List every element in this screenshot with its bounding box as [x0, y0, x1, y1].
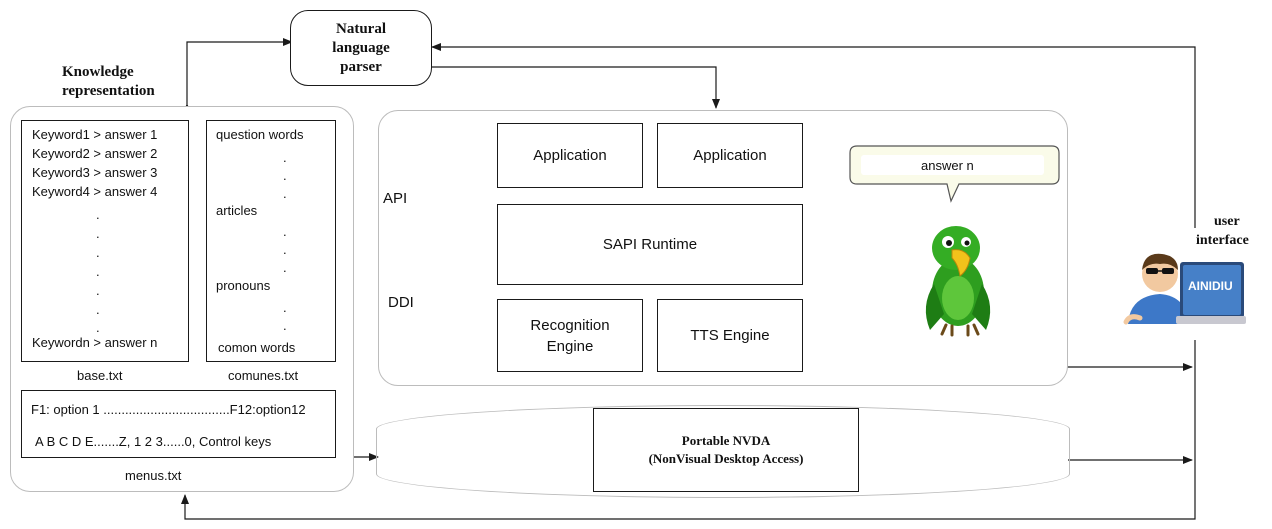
recognition-label-2: Engine [546, 337, 594, 355]
parser-line-3: parser [340, 58, 382, 75]
nvda-line-1: Portable NVDA [681, 433, 771, 448]
user-label-line-1: user [1214, 214, 1240, 229]
api-label: API [381, 190, 410, 207]
ddi-label: DDI [386, 294, 416, 311]
sapi-runtime-label: SAPI Runtime [602, 236, 698, 253]
tts-engine-label: TTS Engine [690, 327, 770, 344]
nvda-box: Portable NVDA (NonVisual Desktop Access) [593, 408, 859, 492]
base-dot: . [96, 302, 100, 317]
tts-engine-box: TTS Engine [657, 299, 803, 372]
natural-language-parser: Natural language parser [290, 10, 432, 86]
menus-caption: menus.txt [125, 468, 182, 483]
arrow-user-parser [431, 43, 1196, 228]
base-line-1: Keyword1 > answer 1 [32, 127, 158, 142]
base-dot: . [96, 283, 100, 298]
recognition-label-1: Recognition [530, 316, 610, 334]
arrow-user-menus [181, 340, 1196, 520]
comunes-dot: . [283, 150, 287, 165]
base-line-4: Keyword4 > answer 4 [32, 184, 158, 199]
parser-line-2: language [332, 39, 390, 56]
base-line-2: Keyword2 > answer 2 [32, 146, 158, 161]
base-line-3: Keyword3 > answer 3 [32, 165, 158, 180]
user-label-line-2: interface [1196, 233, 1249, 248]
comunes-dot: . [283, 318, 287, 333]
application-label-2: Application [693, 147, 767, 164]
application-label-1: Application [533, 147, 607, 164]
comunes-dot: . [283, 260, 287, 275]
nvda-panel [376, 405, 1070, 498]
base-file-box: Keyword1 > answer 1 Keyword2 > answer 2 … [21, 120, 189, 362]
comunes-dot: . [283, 224, 287, 239]
recognition-engine-box: Recognition Engine [497, 299, 643, 372]
comunes-file-box: question words . . . articles . . . pron… [206, 120, 336, 362]
comunes-question-words: question words [216, 127, 304, 142]
knowledge-label-line-2: representation [62, 83, 155, 99]
user-interface-label: user interface [1196, 212, 1249, 250]
knowledge-label-line-1: Knowledge [62, 64, 134, 80]
base-dot: . [96, 207, 100, 222]
parrot-mascot-icon [925, 226, 991, 337]
arrow-parser-knowledge [183, 38, 293, 113]
base-dot: . [96, 320, 100, 335]
menus-line-2: A B C D E.......Z, 1 2 3......0, Control… [35, 434, 272, 449]
base-line-last: Keywordn > answer n [32, 335, 158, 350]
menus-file-box: F1: option 1 ...........................… [21, 390, 336, 458]
nvda-line-2: (NonVisual Desktop Access) [648, 451, 804, 466]
comunes-caption: comunes.txt [228, 368, 299, 383]
base-dot: . [96, 264, 100, 279]
arrow-parser-sapi [430, 66, 720, 109]
speech-bubble [849, 145, 1060, 203]
comunes-dot: . [283, 186, 287, 201]
comunes-articles: articles [216, 203, 258, 218]
base-dot: . [96, 245, 100, 260]
sapi-runtime-box: SAPI Runtime [497, 204, 803, 285]
laptop-screen-text: AINIDIU [1188, 279, 1233, 293]
base-dot: . [96, 226, 100, 241]
menus-line-1: F1: option 1 ...........................… [31, 402, 306, 417]
application-box-1: Application [497, 123, 643, 188]
comunes-dot: . [283, 300, 287, 315]
comunes-dot: . [283, 168, 287, 183]
speech-bubble-text: answer n [921, 158, 974, 173]
comunes-common-words: comon words [218, 340, 296, 355]
comunes-pronouns: pronouns [216, 278, 271, 293]
base-caption: base.txt [77, 368, 123, 383]
parser-line-1: Natural [336, 20, 386, 37]
user-at-laptop-icon [1123, 253, 1246, 325]
knowledge-label: Knowledge representation [62, 63, 155, 101]
application-box-2: Application [657, 123, 803, 188]
comunes-dot: . [283, 242, 287, 257]
